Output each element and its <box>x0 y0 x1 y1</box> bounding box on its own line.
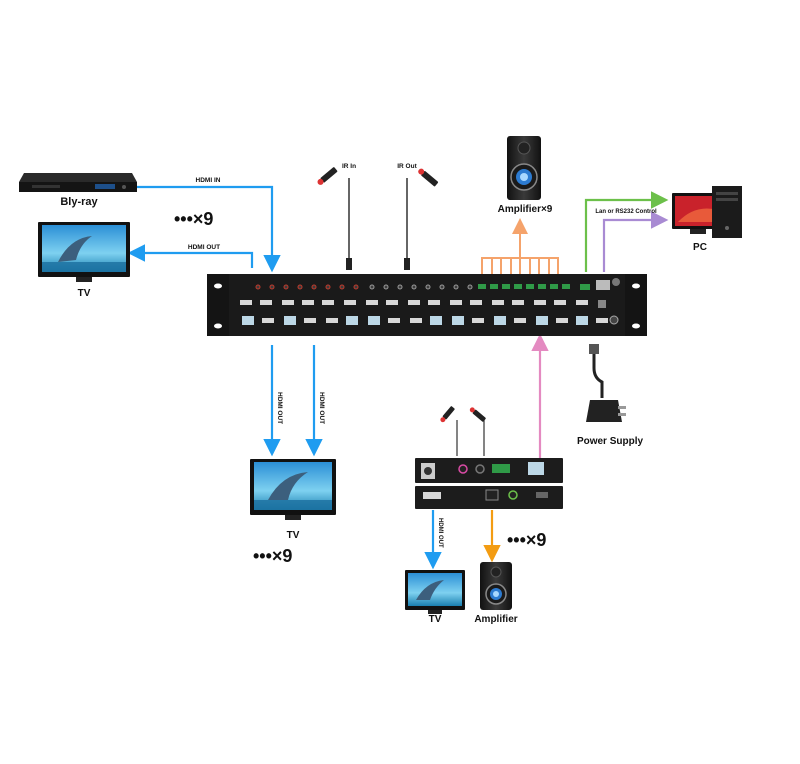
tv-receiver-label: TV <box>429 614 442 625</box>
tv-bottom-label: TV <box>287 530 300 541</box>
multiplier-left: •••×9 <box>174 209 213 229</box>
pc <box>672 186 742 238</box>
hdmi-out-left-line <box>127 244 254 268</box>
bluray-label: Bly-ray <box>60 196 98 208</box>
power-cable <box>592 345 604 398</box>
control-label: Lan or RS232 Control <box>595 209 657 215</box>
hdmi-out-left-label: HDMI OUT <box>188 244 220 251</box>
ir-in-icon <box>317 167 338 185</box>
ir-out-icon <box>418 168 439 187</box>
hdmi-in-line <box>137 185 281 273</box>
power-supply <box>586 344 626 422</box>
amplifier-bottom <box>480 562 512 610</box>
tv-left <box>38 222 130 282</box>
tv-left-label: TV <box>78 288 91 299</box>
bluray-player <box>19 173 137 192</box>
hdmi-out-receiver-label: HDMI OUT <box>437 518 443 548</box>
rx-ir-icon-1 <box>440 406 455 423</box>
audio-out-comb <box>481 218 559 276</box>
rx-ir-icon-2 <box>469 407 486 422</box>
lan-control-line <box>584 191 669 272</box>
multiplier-receiver: •••×9 <box>507 530 546 550</box>
hdmi-in-label: HDMI IN <box>196 177 221 184</box>
hdmi-out-down-label-1: HDMI OUT <box>276 392 283 424</box>
tv-bottom <box>250 459 336 520</box>
amplifier-top <box>507 136 541 200</box>
hdmi-out-down-label-2: HDMI OUT <box>318 392 325 424</box>
ir-in-plug <box>346 258 352 270</box>
tv-receiver <box>405 570 465 614</box>
ir-out-label: IR Out <box>397 163 417 170</box>
matrix-switcher <box>207 274 647 336</box>
ir-out-plug <box>404 258 410 270</box>
hdbaset-receiver <box>415 458 563 509</box>
multiplier-bottom: •••×9 <box>253 546 292 566</box>
pc-label: PC <box>693 242 707 253</box>
amplifier-top-label: Amplifier×9 <box>498 204 553 215</box>
amplifier-bottom-label: Amplifier <box>474 614 517 625</box>
power-supply-label: Power Supply <box>577 436 644 447</box>
rs232-control-line <box>602 211 669 272</box>
ir-in-label: IR In <box>342 163 356 170</box>
